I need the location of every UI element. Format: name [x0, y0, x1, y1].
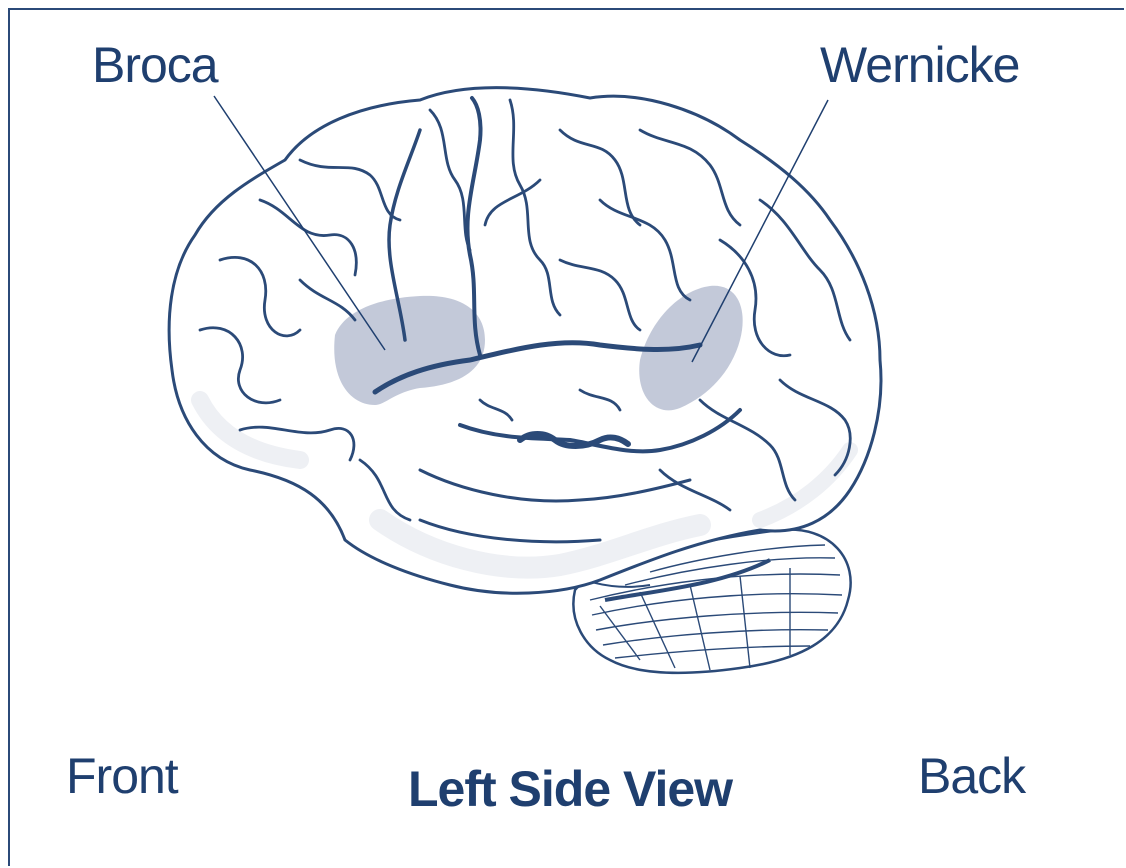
view-title: Left Side View: [408, 760, 732, 818]
cerebrum: [169, 88, 881, 594]
broca-label: Broca: [92, 36, 218, 94]
back-label: Back: [918, 747, 1025, 805]
wernicke-label: Wernicke: [820, 36, 1019, 94]
front-label: Front: [66, 747, 178, 805]
